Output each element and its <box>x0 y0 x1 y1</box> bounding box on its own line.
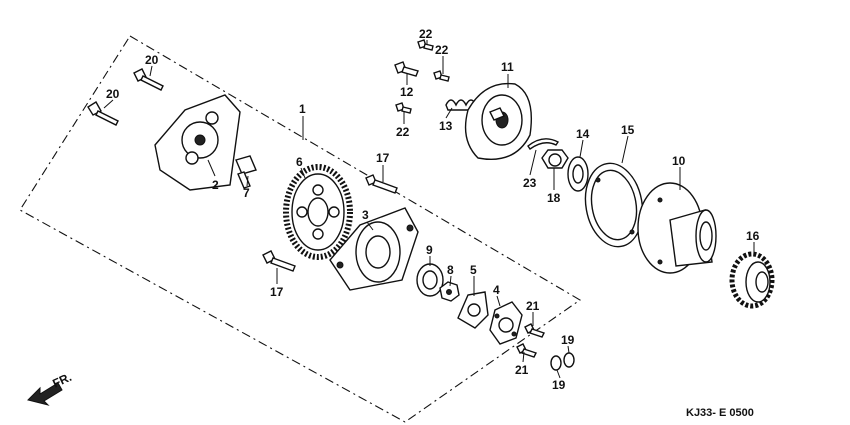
flange-10 <box>637 182 717 274</box>
callout-20-upper: 20 <box>145 53 159 67</box>
callout-10: 10 <box>672 154 686 168</box>
leader-lines <box>103 40 755 379</box>
callout-9: 9 <box>426 243 433 257</box>
drawing-code: KJ33- E 0500 <box>686 407 754 419</box>
callout-17-upper: 17 <box>376 151 390 165</box>
callout-8: 8 <box>447 263 454 277</box>
callout-2: 2 <box>212 178 219 192</box>
front-label: FR. <box>50 370 73 391</box>
washer-14 <box>567 156 589 192</box>
callout-4: 4 <box>493 283 500 297</box>
clip-23 <box>527 138 560 150</box>
callout-7: 7 <box>243 186 250 200</box>
bolt-20-lower <box>87 101 119 126</box>
bolt-22-b <box>433 70 450 82</box>
callout-22-bottom: 22 <box>396 125 410 139</box>
bolt-22-c <box>395 102 412 114</box>
callout-20-lower: 20 <box>106 87 120 101</box>
callout-18: 18 <box>547 191 561 205</box>
callout-5: 5 <box>470 263 477 277</box>
bolt-17-lower <box>262 250 296 272</box>
callout-12: 12 <box>400 85 414 99</box>
outer-rotor-9 <box>416 263 444 297</box>
callout-21-upper: 21 <box>526 299 540 313</box>
callout-19-upper: 19 <box>561 333 575 347</box>
callout-16: 16 <box>746 229 760 243</box>
assembly-boundary <box>19 35 582 423</box>
pump-body-3 <box>329 207 419 291</box>
pump-cover-2 <box>154 94 241 191</box>
dowel-pin-7 <box>235 155 257 189</box>
callout-22-top: 22 <box>419 27 433 41</box>
callout-1: 1 <box>299 102 306 116</box>
callout-15: 15 <box>621 123 635 137</box>
callout-21-lower: 21 <box>515 363 529 377</box>
bolt-22-a <box>417 39 434 51</box>
bolt-20-upper <box>133 68 164 91</box>
screw-21-lower <box>516 343 537 358</box>
callout-14: 14 <box>576 127 590 141</box>
washer-19-lower <box>550 355 562 371</box>
callout-6: 6 <box>296 155 303 169</box>
callout-11: 11 <box>501 60 514 74</box>
callout-23: 23 <box>523 176 537 190</box>
drive-gear-6 <box>283 164 353 260</box>
housing-11 <box>464 82 533 160</box>
sprocket-16 <box>729 251 775 309</box>
callout-17-lower: 17 <box>270 285 284 299</box>
callout-22-middle: 22 <box>435 43 449 57</box>
callout-3: 3 <box>362 208 369 222</box>
inner-rotor-8 <box>439 281 460 302</box>
washer-19-upper <box>563 352 575 368</box>
gasket-15 <box>584 162 644 248</box>
nut-18 <box>541 149 569 169</box>
callout-13: 13 <box>439 119 453 133</box>
front-arrow-icon <box>27 382 63 406</box>
callout-19-lower: 19 <box>552 378 566 392</box>
plate-4 <box>489 301 523 345</box>
bolt-12 <box>394 61 419 77</box>
screw-21-upper <box>524 323 545 338</box>
bolt-17-upper <box>365 174 398 194</box>
plate-5 <box>457 291 489 329</box>
